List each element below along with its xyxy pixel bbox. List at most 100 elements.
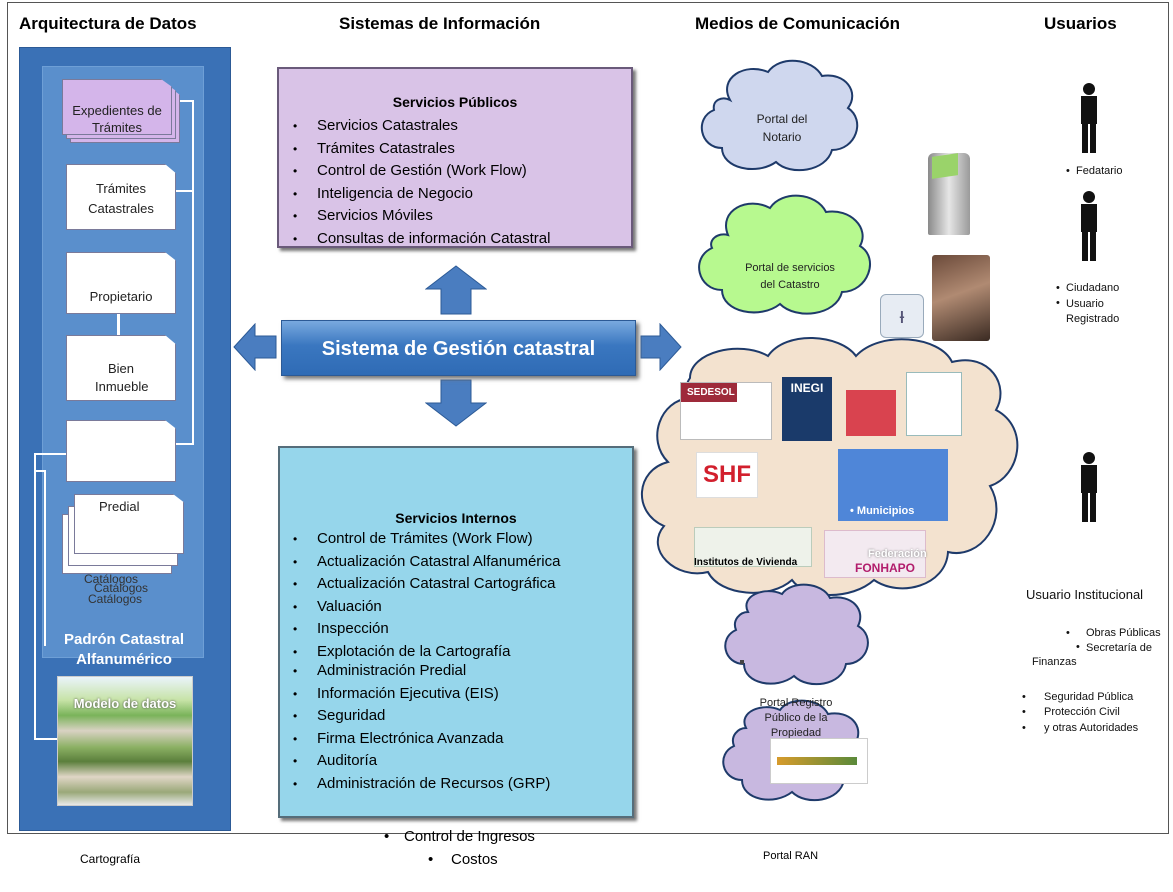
tramites-doc: Trámites Catastrales (66, 164, 176, 230)
usuario-institucional-label: Usuario Institucional (1026, 587, 1144, 602)
tramites-label: Trámites Catastrales (88, 181, 154, 216)
portal-servicios-label: Portal de servicios del Catastro (745, 262, 835, 291)
catalogos-label: Catálogos (84, 572, 139, 586)
internos-item: Control de Trámites (Work Flow) (279, 528, 560, 551)
cloud-servicios (698, 194, 871, 315)
sistema-gestion-catastral: Sistema de Gestión catastral (281, 320, 636, 376)
connector-line (34, 453, 36, 739)
ciudadano-label: Ciudadano (1066, 282, 1120, 294)
registrado-bullet-icon: • (1056, 297, 1060, 309)
modelo-datos-label: Modelo de datos (73, 696, 177, 711)
proteccion-civil-label: Protección Civil (1044, 706, 1120, 718)
publicos-item: Servicios Móviles (279, 205, 550, 228)
shf-logo: SHF (696, 452, 758, 498)
person-icon (1081, 83, 1097, 153)
internos-item: Actualización Catastral Alfanumérica (279, 551, 560, 574)
servicios-internos-title: Servicios Internos (395, 510, 517, 526)
internos-item: Firma Electrónica Avanzada (279, 728, 550, 751)
predial-label: Predial (99, 499, 140, 514)
arrow-right-icon (640, 323, 682, 371)
connector-line (176, 100, 194, 102)
usuario-registrado-label: Usuario Registrado (1066, 298, 1120, 325)
dash-mark (740, 660, 744, 664)
publicos-item: Trámites Catastrales (279, 138, 550, 161)
secretaria-bullet-icon: • (1076, 641, 1080, 653)
infonavit-logo (846, 390, 896, 436)
connector-line (176, 443, 194, 445)
publicos-item: Inteligencia de Negocio (279, 183, 550, 206)
catalogos-label: Catálogos (94, 581, 149, 595)
control-ingresos-label: Control de Ingresos (404, 828, 535, 845)
connector-line (192, 100, 194, 445)
expedientes-doc: Expedientes de Trámites (62, 79, 172, 135)
otras-autoridades-label: y otras Autoridades (1044, 722, 1139, 734)
person-icon (1081, 191, 1097, 261)
obras-bullet-icon: • (1066, 627, 1070, 639)
ciudadano-bullet-icon: • (1056, 282, 1060, 294)
connector-line (176, 190, 194, 192)
secretaria-finanzas-label: Secretaría de Finanzas (1032, 642, 1153, 668)
fedatario-bullet-icon: • (1066, 165, 1070, 177)
mobile-device-icon (932, 255, 990, 341)
internos-item: Actualización Catastral Cartográfica (279, 573, 560, 596)
arrow-down-icon (425, 379, 487, 427)
internos-item: Seguridad (279, 705, 550, 728)
internos-item: Auditoría (279, 750, 550, 773)
internos-item: Administración Predial (279, 660, 550, 683)
internos-item: Información Ejecutiva (EIS) (279, 683, 550, 706)
sedesol-logo: SEDESOL (680, 382, 772, 440)
inegi-logo: INEGI (782, 377, 832, 441)
kiosk-screen-icon (932, 153, 958, 179)
municipios-label: • Municipios (850, 505, 915, 517)
internos-item: Inspección (279, 618, 560, 641)
cloud-registro (724, 583, 869, 685)
arrow-left-icon (233, 323, 277, 371)
cartografia-label: Cartografía (80, 852, 141, 866)
costos-label: Costos (451, 851, 498, 868)
institutos-logo (694, 527, 812, 567)
sub-bullet-icon: • (384, 828, 390, 845)
proteccion-bullet-icon: • (1022, 706, 1026, 718)
header-arquitectura: Arquitectura de Datos (19, 14, 197, 33)
bien-label: Bien Inmueble (95, 361, 149, 394)
servicios-publicos-title: Servicios Públicos (392, 94, 518, 110)
header-sistemas: Sistemas de Información (339, 14, 541, 33)
municipios-box: • Municipios (838, 449, 948, 521)
diagram-frame (7, 2, 1169, 834)
issste-logo (906, 372, 962, 436)
expedientes-label: Expedientes de Trámites (72, 103, 162, 135)
connector-line (44, 470, 46, 646)
publicos-item: Consultas de información Catastral (279, 228, 550, 251)
blank-doc (66, 420, 176, 482)
sub-bullet-icon: • (428, 851, 434, 868)
fonhapo-logo: FONHAPO (824, 530, 926, 578)
portal-registro-label: Portal Registro Público de la Propiedad (759, 697, 833, 739)
seguridad-publica-label: Seguridad Pública (1044, 691, 1134, 703)
connector-line (34, 738, 58, 740)
header-medios: Medios de Comunicación (695, 14, 900, 33)
otras-bullet-icon: • (1022, 722, 1026, 734)
padron-label: Padrón Catastral Alfanumérico (63, 631, 185, 668)
servicios-publicos-box: Servicios Públicos Servicios Catastrales… (277, 67, 633, 251)
seguridad-bullet-icon: • (1022, 691, 1026, 703)
catalogos-label: Catálogos (88, 592, 143, 606)
predial-doc: Predial (74, 494, 184, 554)
header-usuarios: Usuarios (1044, 14, 1117, 33)
person-icon (1081, 452, 1097, 522)
connector-line (34, 453, 68, 455)
connector-line (117, 313, 120, 337)
propietario-doc: Propietario (66, 252, 176, 314)
arrow-up-icon (425, 265, 487, 315)
internos-item: Administración de Recursos (GRP) (279, 773, 550, 796)
internos-item: Explotación de la Cartografía (279, 641, 560, 664)
publicos-item: Servicios Catastrales (279, 115, 550, 138)
modelo-datos-image (57, 676, 193, 806)
ran-logo (770, 738, 868, 784)
propietario-label: Propietario (89, 289, 153, 304)
cloud-notario (700, 59, 859, 171)
servicios-internos-box: Servicios Internos Control de Trámites (… (278, 446, 634, 818)
antenna-icon: ᵻ (880, 294, 924, 338)
portal-ran-label: Portal RAN (763, 850, 819, 862)
publicos-item: Control de Gestión (Work Flow) (279, 160, 550, 183)
